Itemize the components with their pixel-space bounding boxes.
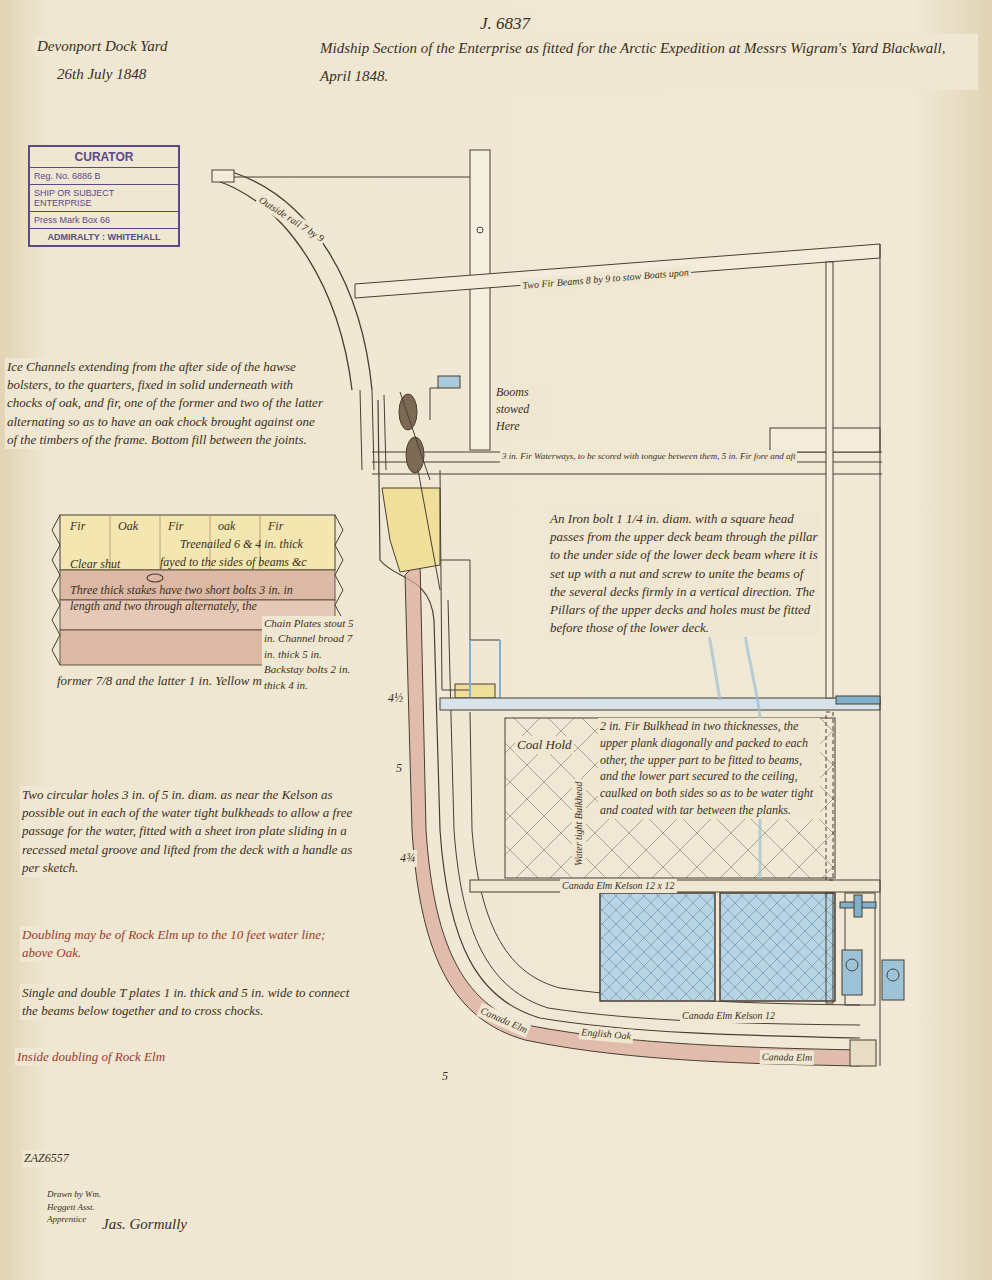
note-text: Chain Plates stout 5 in. Channel broad 7… (262, 616, 358, 693)
note-text: Drawn by Wm. Heggett Asst. Apprentice (45, 1188, 107, 1226)
drawing-label: Canada Elm (760, 1050, 815, 1065)
drawing-label: Two Fir Beams 8 by 9 to stow Boats upon (520, 265, 691, 293)
drawing-label: Canada Elm Kelson 12 (680, 1009, 777, 1023)
note-text: Two circular holes 3 in. of 5 in. diam. … (20, 786, 360, 877)
detail-text: Fir (70, 519, 110, 535)
drawing-label: Outside rail 7 by 9 (254, 192, 328, 247)
detail-inset: FirOakFiroakFirTreenailed 6 & 4 in. thic… (60, 515, 335, 665)
detail-text: Three thick stakes have two short bolts … (70, 583, 325, 614)
note-text: Single and double T plates 1 in. thick a… (20, 984, 360, 1020)
stamp-field: SHIP OR SUBJECT ENTERPRISE (30, 185, 178, 212)
note-text: Ice Channels extending from the after si… (5, 358, 330, 449)
stamp-field: ADMIRALTY : WHITEHALL (30, 229, 178, 245)
drawing-label: J. 6837 (478, 12, 532, 36)
drawing-label: Coal Hold (515, 736, 574, 754)
drawing-label: Water tight Bulkhead (572, 779, 586, 868)
drawing-label: 4½ (386, 690, 405, 707)
detail-text: Treenailed 6 & 4 in. thick (180, 537, 330, 553)
detail-text: Clear shut (70, 557, 150, 573)
drawing-label: 5 (440, 1068, 450, 1085)
drawing-label: ZAZ6557 (22, 1150, 71, 1167)
drawing-label: Devonport Dock Yard (35, 36, 170, 57)
detail-text: Oak (118, 519, 158, 535)
stamp-field: CURATOR (30, 147, 178, 168)
drawing-label: English Oak (579, 1025, 634, 1044)
note-text: An Iron bolt 1 1/4 in. diam. with a squa… (548, 510, 820, 637)
drawing-label: Canada Elm (476, 1003, 531, 1038)
note-text: Doubling may be of Rock Elm up to the 10… (20, 926, 360, 962)
drawing-label: 5 (394, 760, 404, 777)
detail-text: fayed to the sides of beams &c (160, 555, 330, 571)
detail-text: Fir (268, 519, 308, 535)
drawing-label: 26th July 1848 (55, 64, 148, 85)
note-text: 2 in. Fir Bulkhead in two thicknesses, t… (598, 718, 820, 819)
drawing-label: Jas. Gormully (100, 1214, 189, 1235)
drawing-label: Canada Elm Kelson 12 x 12 (560, 879, 677, 893)
detail-text: oak (218, 519, 258, 535)
drawing-label: Inside doubling of Rock Elm (15, 1048, 167, 1066)
drawing-label: 4¾ (398, 850, 417, 867)
drawing-title: Midship Section of the Enterprise as fit… (318, 34, 978, 90)
note-text: Booms stowed Here (494, 384, 548, 434)
stamp-field: Reg. No. 6886 B (30, 168, 178, 185)
drawing-label: 3 in. Fir Waterways, to be scored with t… (500, 450, 797, 463)
stamp-field: Press Mark Box 66 (30, 212, 178, 229)
detail-text: Fir (168, 519, 208, 535)
curator-stamp: CURATORReg. No. 6886 BSHIP OR SUBJECT EN… (28, 145, 180, 247)
